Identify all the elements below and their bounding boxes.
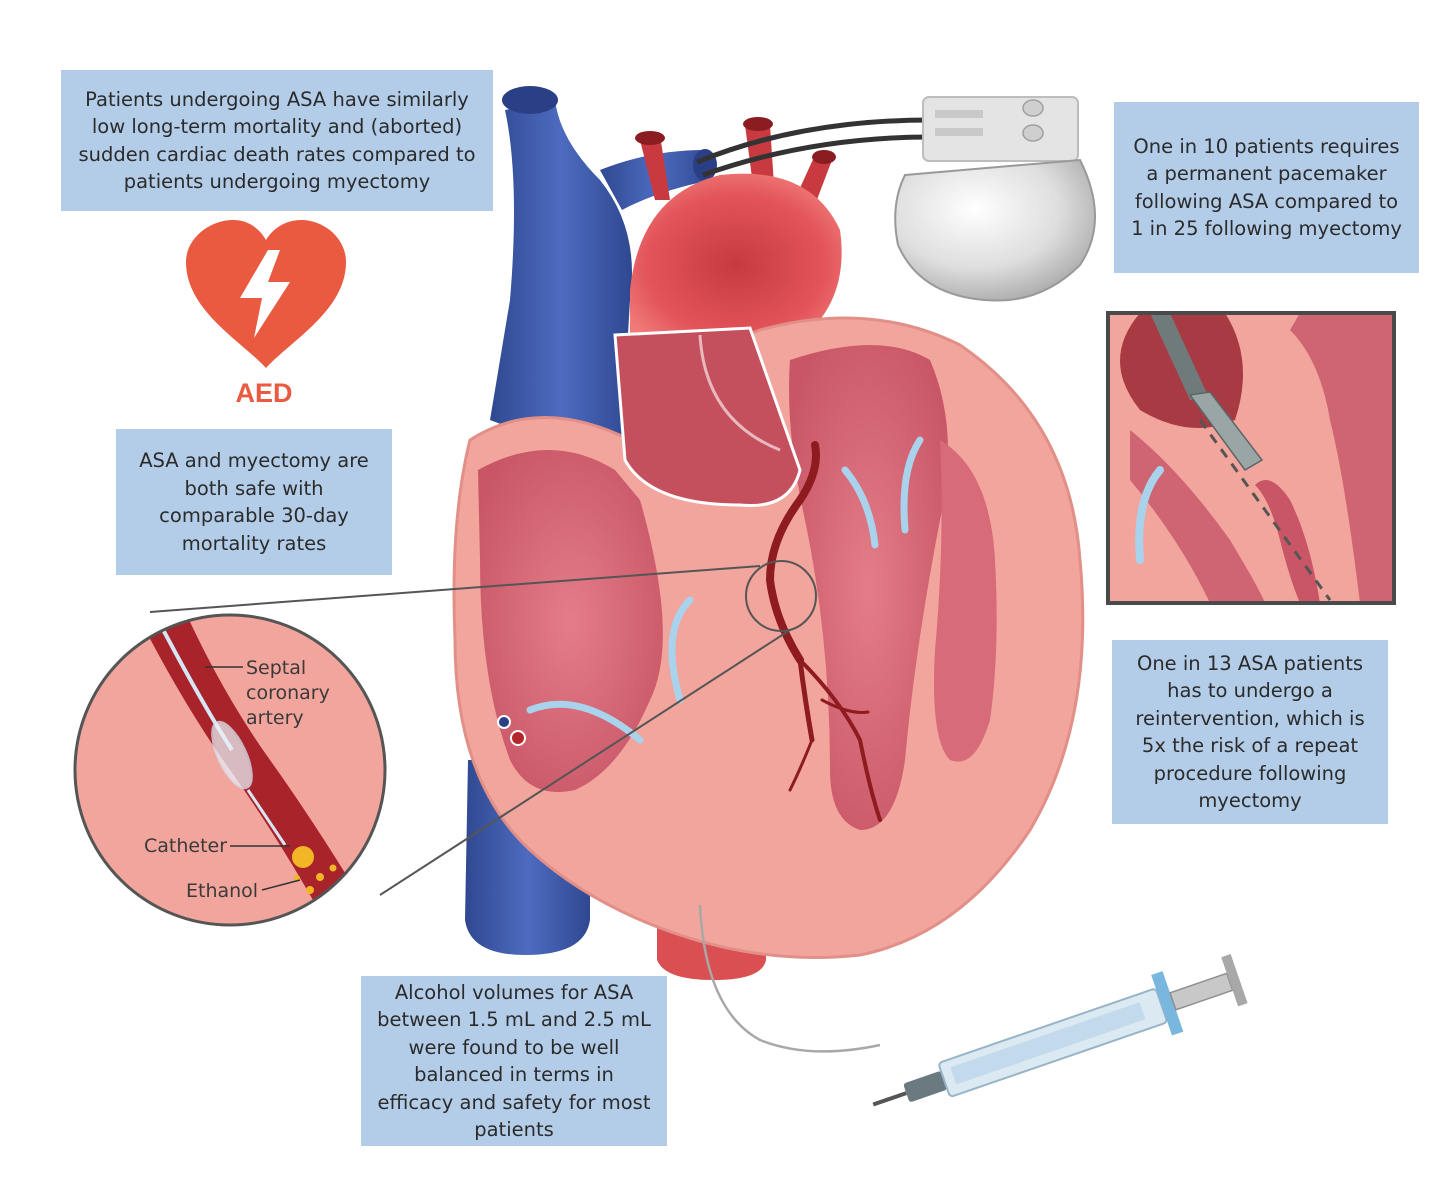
- septal-label-line3: artery: [246, 707, 304, 729]
- callout-pacemaker-text: One in 10 patients requires a permanent …: [1131, 134, 1402, 241]
- septal-label-line2: coronary: [246, 682, 330, 704]
- pacemaker-device: [696, 96, 1096, 302]
- zoom-line-bottom: [379, 629, 791, 896]
- callout-alcohol-text: Alcohol volumes for ASA between 1.5 mL a…: [377, 980, 651, 1142]
- chordae-lines: [526, 436, 924, 744]
- syringe: [698, 904, 1248, 1107]
- catheter-label: Catheter: [144, 835, 227, 857]
- right-chamber: [478, 450, 663, 792]
- septal-coronary-artery: [765, 441, 882, 822]
- callout-safety: ASA and myectomy are both safe with comp…: [116, 429, 392, 575]
- myectomy-inset: [1106, 311, 1396, 605]
- magnified-septal-inset: Septal coronary artery Catheter Ethanol: [73, 613, 387, 927]
- aortic-arch: [630, 117, 842, 340]
- zoom-line-top: [149, 565, 761, 613]
- callout-alcohol: Alcohol volumes for ASA between 1.5 mL a…: [361, 976, 667, 1146]
- callout-safety-text: ASA and myectomy are both safe with comp…: [139, 449, 369, 555]
- inner-chamber: [934, 440, 997, 762]
- zoom-circle: [745, 560, 817, 632]
- artery-section: [510, 730, 526, 746]
- septal-label-line1: Septal: [246, 657, 306, 679]
- callout-reintervention-text: One in 13 ASA patients has to undergo a …: [1135, 651, 1365, 813]
- aed-heart-lightning-icon: [186, 220, 346, 368]
- callout-pacemaker: One in 10 patients requires a permanent …: [1114, 102, 1419, 273]
- callout-mortality-text: Patients undergoing ASA have similarly l…: [78, 87, 476, 194]
- callout-mortality: Patients undergoing ASA have similarly l…: [61, 70, 493, 211]
- aed-label: AED: [235, 378, 292, 408]
- ethanol-label: Ethanol: [186, 880, 258, 902]
- callout-reintervention: One in 13 ASA patients has to undergo a …: [1112, 640, 1388, 824]
- aortic-root: [613, 326, 802, 508]
- vein-section: [497, 715, 511, 729]
